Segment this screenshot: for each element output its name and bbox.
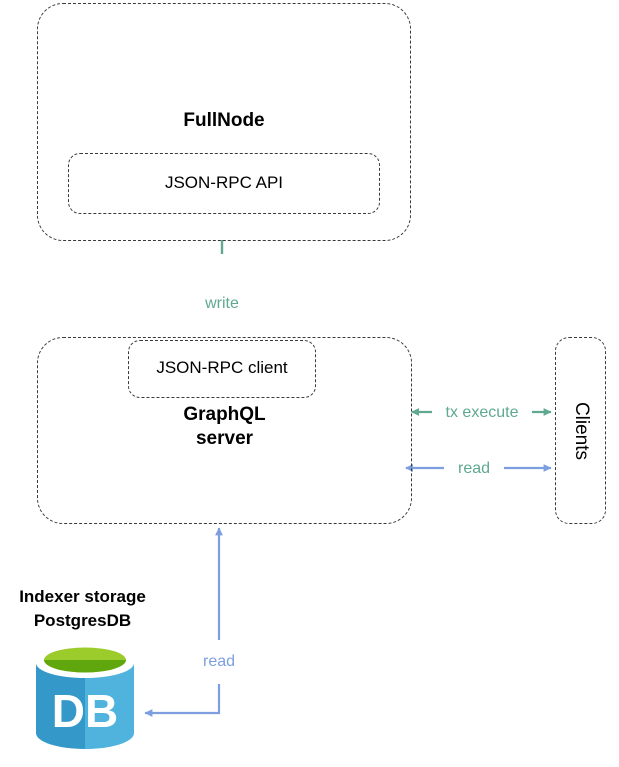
edge-label-client-read: read: [444, 459, 504, 479]
fullnode-title: FullNode: [183, 110, 265, 131]
json-rpc-api-box: JSON-RPC API: [68, 153, 380, 214]
storage-title-line1: Indexer storage: [19, 587, 146, 606]
graphql-server-title-line1: GraphQL: [183, 404, 266, 425]
graphql-server-title-line2: server: [195, 428, 254, 449]
edge-label-tx-execute: tx execute: [432, 403, 532, 423]
database-cylinder-icon: DB: [36, 647, 134, 749]
edge-label-db-read: read: [189, 652, 249, 672]
clients-container: [555, 337, 606, 524]
json-rpc-client-label: JSON-RPC client: [156, 358, 288, 377]
json-rpc-client-box: JSON-RPC client: [128, 340, 316, 398]
graphql-server-container: GraphQL server: [37, 337, 412, 524]
json-rpc-api-label: JSON-RPC API: [164, 173, 284, 192]
edge-label-write-line1: write: [205, 295, 239, 312]
clients-label: Clients: [571, 401, 592, 461]
storage-title-line2: PostgresDB: [33, 611, 132, 630]
fullnode-container: FullNode: [37, 3, 411, 241]
postgres-db-icon: DB: [30, 643, 140, 753]
db-icon-text: DB: [52, 685, 118, 737]
